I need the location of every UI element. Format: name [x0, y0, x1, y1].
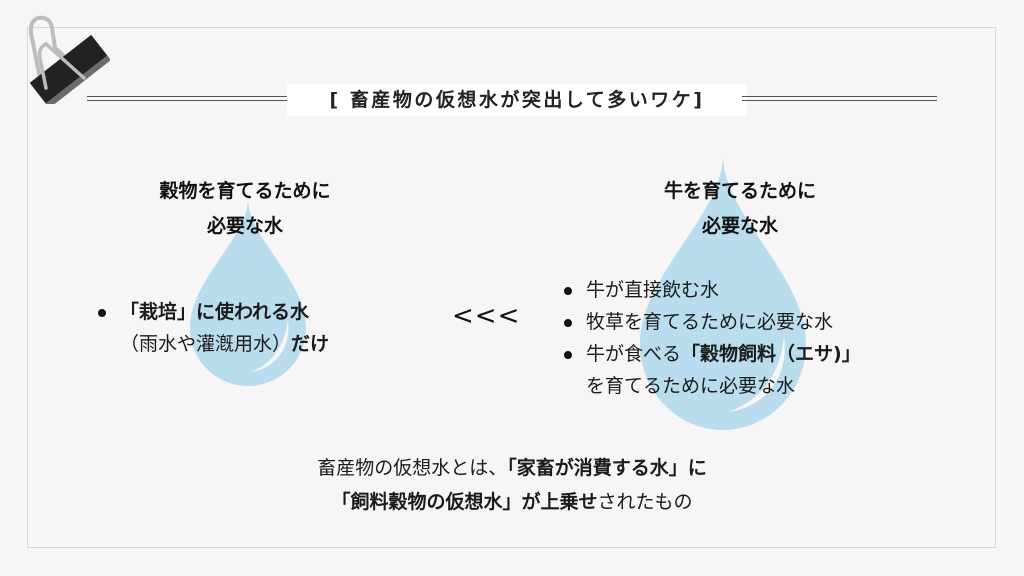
- title-rule-left: [87, 96, 287, 101]
- list-item: 牧草を育てるために必要な水: [562, 306, 982, 338]
- title-banner: [ 畜産物の仮想水が突出して多いワケ]: [87, 84, 937, 116]
- left-heading-line1: 穀物を育てるために: [159, 180, 331, 202]
- summary-text: 畜産物の仮想水とは、「家畜が消費する水」に 「飼料穀物の仮想水」が上乗せされたも…: [150, 451, 874, 519]
- list-item: 牛が食べる「穀物飼料（エサ)」 を育てるために必要な水: [562, 338, 982, 402]
- bullet-icon: [564, 287, 572, 295]
- right-heading-line1: 牛を育てるために: [663, 180, 816, 202]
- summary-line2: 「飼料穀物の仮想水」が上乗せされたもの: [150, 485, 874, 519]
- bullet-icon: [564, 351, 572, 359]
- pasture-water-text: 牧草を育てるために必要な水: [586, 311, 834, 333]
- list-item: 牛が直接飲む水: [562, 274, 982, 306]
- summary-line1-normal: 畜産物の仮想水とは、: [317, 457, 508, 479]
- summary-line2-bold: 「飼料穀物の仮想水」が上乗せ: [331, 491, 598, 513]
- rain-irrigation-text: （雨水や灌漑用水）: [120, 333, 292, 355]
- cultivation-water-text: 「栽培」に使われる水: [120, 301, 310, 323]
- bullet-icon: [564, 319, 572, 327]
- less-than-comparison: <<<: [452, 301, 521, 331]
- title-rule-right: [742, 96, 937, 101]
- feed-water-text: を育てるために必要な水: [586, 375, 796, 397]
- summary-line1-bold: 「家畜が消費する水」に: [507, 457, 707, 479]
- left-bullet-list: 「栽培」に使われる水 （雨水や灌漑用水）だけ: [96, 296, 416, 360]
- binder-clip-icon: [28, 15, 110, 104]
- summary-line1: 畜産物の仮想水とは、「家畜が消費する水」に: [150, 451, 874, 485]
- drinking-water-text: 牛が直接飲む水: [586, 279, 720, 301]
- right-bullet-list: 牛が直接飲む水 牧草を育てるために必要な水 牛が食べる「穀物飼料（エサ)」 を育…: [562, 274, 982, 402]
- grain-feed-text: 「穀物飼料（エサ)」: [681, 343, 861, 365]
- feed-prefix-text: 牛が食べる: [586, 343, 682, 365]
- page-title: [ 畜産物の仮想水が突出して多いワケ]: [287, 84, 747, 116]
- water-drop-icon: [190, 200, 306, 386]
- left-heading-line2: 必要な水: [206, 215, 283, 237]
- only-text: だけ: [291, 333, 330, 355]
- right-column-heading: 牛を育てるために 必要な水: [605, 174, 875, 244]
- list-item: 「栽培」に使われる水 （雨水や灌漑用水）だけ: [96, 296, 416, 360]
- left-column-heading: 穀物を育てるために 必要な水: [110, 174, 380, 244]
- summary-line2-normal: されたもの: [597, 491, 693, 513]
- bullet-icon: [98, 309, 106, 317]
- water-drop-icon: [640, 158, 806, 430]
- right-heading-line2: 必要な水: [701, 215, 778, 237]
